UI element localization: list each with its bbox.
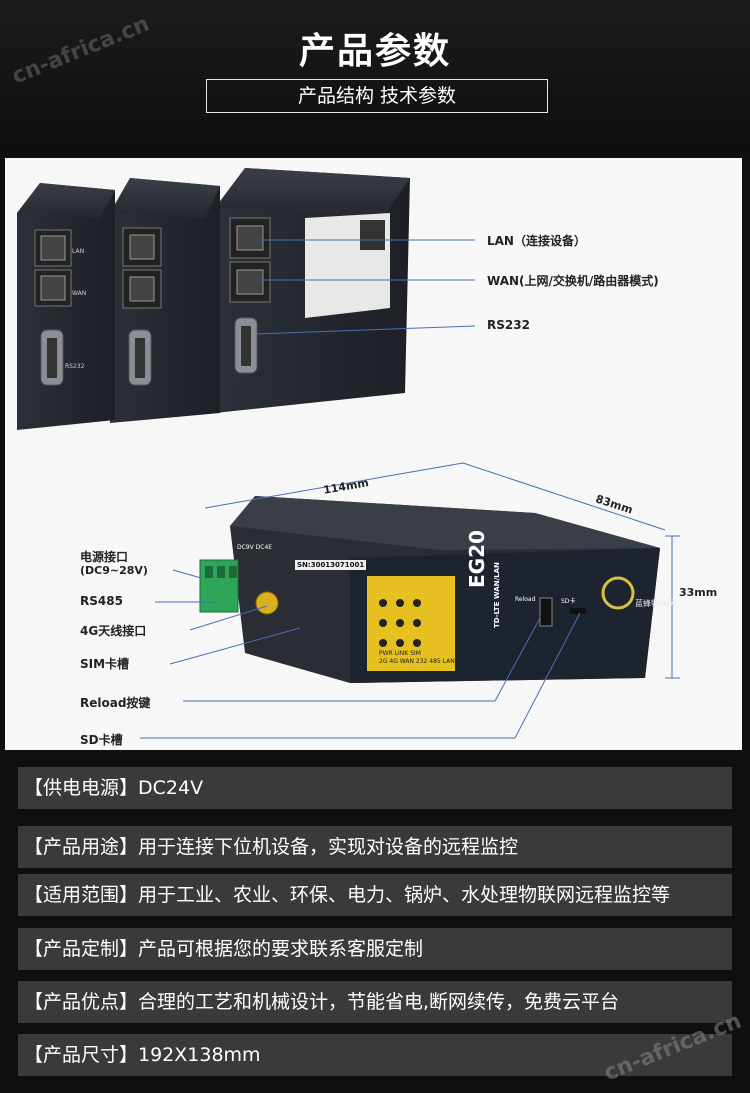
callout-sim-slot: SIM卡槽 xyxy=(80,657,130,671)
model-sublabel: TD-LTE WAN/LAN xyxy=(493,562,501,628)
port-label-rs232: RS232 xyxy=(65,363,85,370)
spec-usage: 【产品用途】用于连接下位机设备，实现对设备的远程监控 xyxy=(18,826,732,868)
spec-power-supply: 【供电电源】DC24V xyxy=(18,767,732,809)
callout-rs485: RS485 xyxy=(80,594,123,608)
callout-4g-antenna: 4G天线接口 xyxy=(80,624,147,638)
reload-label: Reload xyxy=(515,596,536,603)
router-front-view xyxy=(199,496,660,683)
model-label: EG20 xyxy=(465,530,489,588)
router-drawing xyxy=(17,168,680,739)
callout-wan: WAN(上网/交换机/路由器模式) xyxy=(487,274,659,288)
spec-customization: 【产品定制】产品可根据您的要求联系客服定制 xyxy=(18,928,732,970)
led-label-row: PWR LINK SIM xyxy=(379,650,421,657)
port-label-lan: LAN xyxy=(72,248,85,255)
spec-scope: 【适用范围】用于工业、农业、环保、电力、锅炉、水处理物联网远程监控等 xyxy=(18,874,732,916)
port-label-wan: WAN xyxy=(72,290,87,297)
product-illustration: PWR LINK SIM 2G 4G WAN 232 485 LAN EG20 … xyxy=(5,158,742,750)
brand-label: 蓝蜂物联网 xyxy=(635,599,675,608)
spec-advantages: 【产品优点】合理的工艺和机械设计，节能省电,断网续传，免费云平台 xyxy=(18,981,732,1023)
sn-label: SN:30013071001 xyxy=(295,560,367,570)
router-unit-1 xyxy=(17,183,115,430)
callout-lan: LAN（连接设备） xyxy=(487,234,586,248)
callout-power: 电源接口 xyxy=(80,550,129,564)
spec-size: 【产品尺寸】192X138mm xyxy=(18,1034,732,1076)
callout-rs232: RS232 xyxy=(487,318,530,332)
router-unit-2 xyxy=(110,178,220,423)
page-subtitle: 产品结构 技术参数 xyxy=(206,79,548,113)
callout-power-range: (DC9~28V) xyxy=(80,564,148,577)
callout-sd-slot: SD卡槽 xyxy=(80,733,123,747)
router-unit-3 xyxy=(215,168,410,413)
page-header: cn-africa.cn 产品参数 产品结构 技术参数 xyxy=(0,0,750,150)
dimension-height: 33mm xyxy=(679,586,718,599)
callout-reload-button: Reload按键 xyxy=(80,696,151,710)
led-label-row-2: 2G 4G WAN 232 485 LAN xyxy=(379,658,455,665)
power-label: DC9V DC4E xyxy=(237,544,273,551)
page-title: 产品参数 xyxy=(298,31,451,72)
sd-label: SD卡 xyxy=(561,598,576,605)
